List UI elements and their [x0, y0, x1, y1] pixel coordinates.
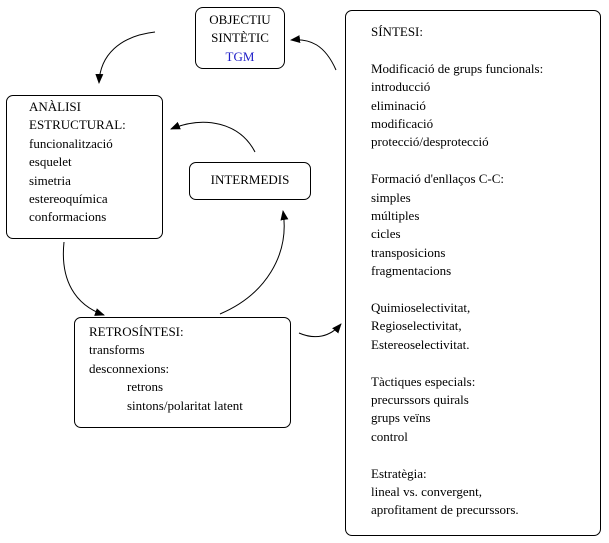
sintesi-item: múltiples	[371, 208, 420, 224]
arrow-analisi-to-retrosintesi	[62, 241, 105, 316]
sintesi-item: fragmentacions	[371, 263, 452, 279]
analisi-item: conformacions	[29, 209, 107, 225]
spacer	[371, 41, 600, 59]
arrow-sintesi-to-objectiu	[290, 35, 337, 71]
spacer	[371, 446, 600, 464]
sintesi-item: modificació	[371, 116, 434, 132]
sintesi-item: simples	[371, 189, 411, 205]
spacer	[371, 281, 600, 299]
sintesi-heading: Quimioselectivitat,	[371, 300, 471, 316]
sintesi-item: Regioselectivitat,	[371, 318, 462, 334]
sintesi-heading: Tàctiques especials:	[371, 373, 476, 389]
sintesi-item: protecció/desprotecció	[371, 134, 489, 150]
sintesi-item: transposicions	[371, 244, 446, 260]
sintesi-item: Estereoselectivitat.	[371, 336, 470, 352]
spacer	[371, 354, 600, 372]
analisi-title-2: ESTRUCTURAL:	[29, 117, 126, 133]
retrosintesi-item: transforms	[89, 342, 145, 358]
sintesi-item: control	[371, 428, 408, 444]
intermedis-label: INTERMEDIS	[210, 172, 290, 187]
analisi-item: simetria	[29, 172, 71, 188]
retrosintesi-title: RETROSÍNTESI:	[89, 324, 184, 339]
spacer	[371, 152, 600, 170]
sintesi-heading: Estratègia:	[371, 465, 427, 481]
sintesi-item: precurssors quirals	[371, 392, 469, 408]
analisi-title-1: ANÀLISI	[29, 99, 81, 114]
analisi-item: estereoquímica	[29, 191, 108, 207]
arrow-retrosintesi-to-sintesi	[298, 323, 342, 338]
objectiu-line-2: SINTÈTIC	[211, 30, 269, 46]
analisi-estructural-box: ANÀLISI ESTRUCTURAL: funcionalització es…	[6, 95, 163, 239]
sintesi-item: lineal vs. convergent,	[371, 484, 482, 500]
analisi-item: esquelet	[29, 154, 72, 170]
retrosintesi-subitem: retrons	[127, 379, 164, 395]
objectiu-tgm: TGM	[225, 48, 255, 64]
intermedis-box: INTERMEDIS	[189, 162, 311, 200]
sintesi-item: aprofitament de precurssors.	[371, 502, 519, 518]
arrow-retrosintesi-to-intermedis	[219, 210, 289, 315]
analisi-item: funcionalització	[29, 135, 113, 151]
sintesi-title: SÍNTESI:	[371, 24, 423, 39]
objectiu-sintetic-box: OBJECTIU SINTÈTIC TGM	[195, 7, 285, 69]
arrow-intermedis-to-analisi	[170, 121, 256, 153]
retrosintesi-subitem: sintons/polaritat latent	[127, 397, 243, 413]
sintesi-heading: Modificació de grups funcionals:	[371, 60, 544, 76]
sintesi-item: eliminació	[371, 97, 426, 113]
arrow-objectiu-to-analisi	[95, 31, 156, 84]
sintesi-item: introducció	[371, 79, 431, 95]
sintesi-item: cicles	[371, 226, 401, 242]
sintesi-box: SÍNTESI: Modificació de grups funcionals…	[345, 10, 601, 536]
retrosintesi-box: RETROSÍNTESI: transforms desconnexions: …	[74, 317, 291, 428]
objectiu-line-1: OBJECTIU	[209, 12, 271, 27]
retrosintesi-item: desconnexions:	[89, 360, 170, 376]
sintesi-item: grups veïns	[371, 410, 431, 426]
sintesi-heading: Formació d'enllaços C-C:	[371, 171, 505, 187]
